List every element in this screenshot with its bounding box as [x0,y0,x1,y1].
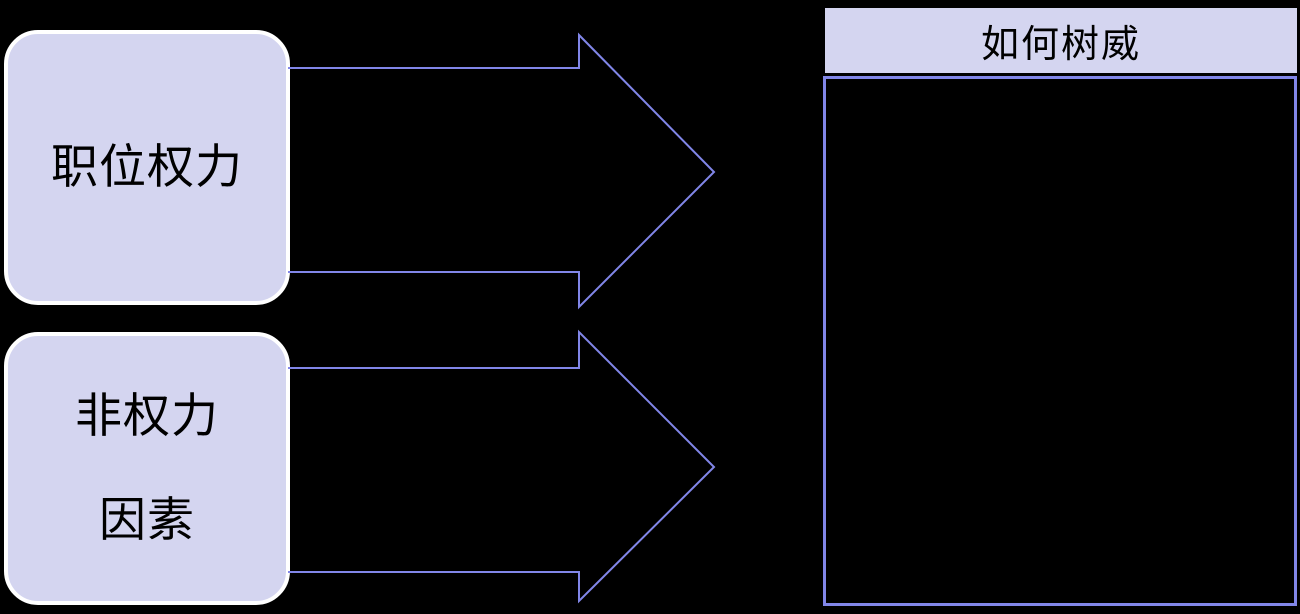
panel-body[interactable] [823,76,1297,606]
node-label-line: 非权力 [75,389,219,445]
node-label-line: 因素 [99,492,195,548]
node-box-position-power[interactable]: 职位权力 [4,30,290,305]
panel-title: 如何树威 [980,22,1141,66]
arrow-upper-right-icon[interactable] [288,32,716,310]
arrow-lower-right-icon[interactable] [288,329,716,604]
node-label-line: 职位权力 [51,139,243,195]
node-box-nonpower-factor[interactable]: 非权力 因素 [4,332,290,605]
result-panel: 如何树威 [823,8,1297,606]
panel-title-bar: 如何树威 [825,8,1297,73]
